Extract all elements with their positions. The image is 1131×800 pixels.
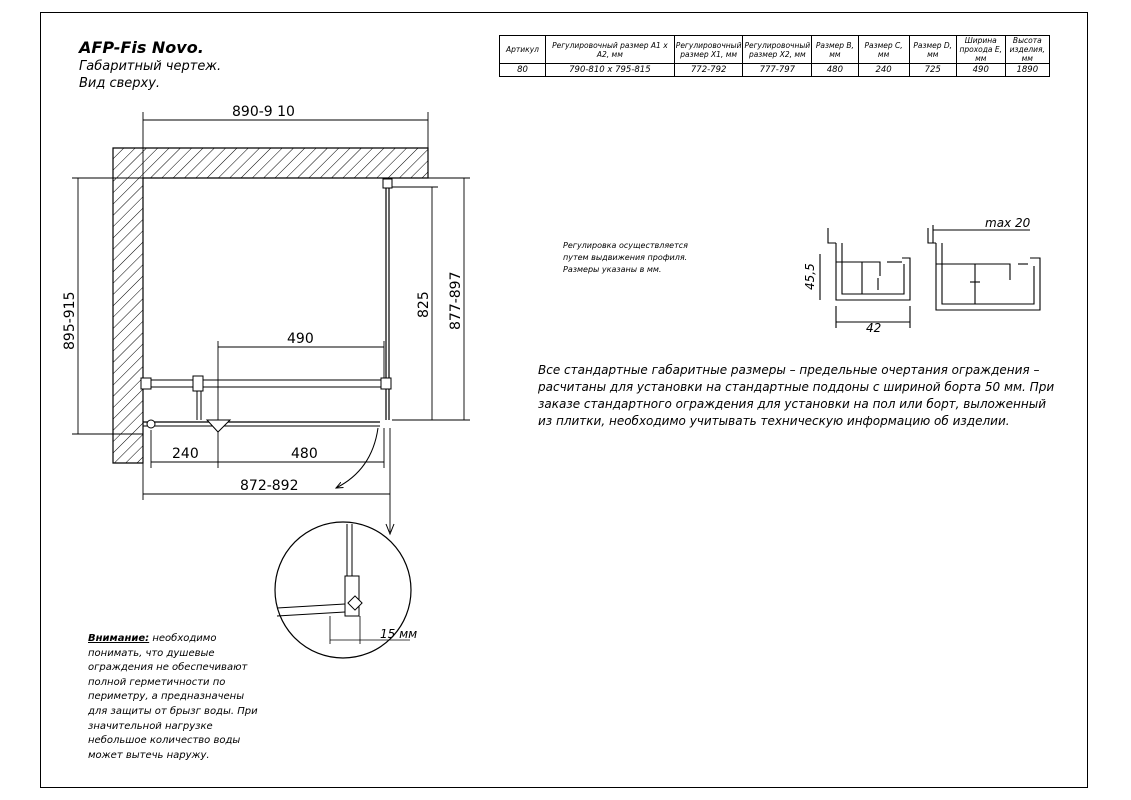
spec-value-row: 80 790-810 х 795-815 772-792 777-797 480… — [499, 63, 1051, 77]
profile-width: 42 — [866, 321, 881, 335]
warning-note: Внимание: необходимо понимать, что душев… — [88, 632, 263, 763]
dim-left-height: 895-915 — [62, 292, 78, 351]
dim-bottom-left: 240 — [172, 446, 199, 462]
spec-value-cell: 777-797 — [742, 63, 813, 77]
spec-header-cell: Ширина прохода Е, мм — [955, 35, 1006, 64]
wall-hatching — [112, 147, 429, 464]
warning-text: необходимо понимать, что душевые огражде… — [88, 633, 258, 761]
standard-sizes-note: Все стандартные габаритные размеры – пре… — [538, 363, 1055, 428]
profile-height: 45,5 — [803, 263, 817, 290]
dimension-lines — [72, 112, 470, 532]
spec-value-cell: 480 — [811, 63, 859, 77]
dim-opening: 490 — [287, 331, 314, 347]
front-rail — [140, 375, 392, 433]
view-name: Вид сверху. — [79, 76, 161, 91]
dim-bottom-total: 872-892 — [240, 478, 299, 494]
door-swing-arrow — [336, 427, 379, 488]
spec-value-cell: 790-810 х 795-815 — [544, 63, 675, 77]
adjust-note-line: Размеры указаны в мм. — [563, 265, 662, 274]
dim-right-inner: 825 — [416, 291, 432, 318]
dim-top-width: 890-9 10 — [232, 104, 295, 120]
spec-table: Артикул Регулировочный размер А1 х А2, м… — [499, 35, 1051, 77]
spec-header-cell: Артикул — [499, 35, 546, 64]
spec-header-cell: Размер В, мм — [811, 35, 859, 64]
spec-header-cell: Размер D, мм — [908, 35, 957, 64]
spec-value-cell: 1890 — [1004, 63, 1051, 77]
spec-header-row: Артикул Регулировочный размер А1 х А2, м… — [499, 35, 1051, 64]
adjust-note: Регулировка осуществляется путем выдвиже… — [563, 240, 688, 276]
warning-lead: Внимание: — [88, 633, 150, 644]
spec-header-cell: Регулировочный размер А1 х А2, мм — [544, 35, 675, 64]
drawing-type: Габаритный чертеж. — [79, 59, 222, 74]
spec-value-cell: 772-792 — [673, 63, 744, 77]
profile-max: max 20 — [985, 216, 1031, 230]
title-block: AFP-Fis Novo. Габаритный чертеж. Вид све… — [79, 38, 221, 92]
dim-detail-gap: 15 мм — [380, 627, 417, 641]
spec-header-cell: Высота изделия, мм — [1004, 35, 1051, 64]
detail-pointer-arrow — [385, 523, 395, 536]
spec-value-cell: 80 — [499, 63, 546, 77]
product-title: AFP-Fis Novo. — [79, 38, 204, 57]
dim-bottom-right: 480 — [291, 446, 318, 462]
detail-view — [274, 521, 412, 659]
spec-value-cell: 725 — [908, 63, 957, 77]
dim-right-outer: 877-897 — [448, 272, 464, 331]
adjust-note-line: путем выдвижения профиля. — [563, 253, 688, 262]
drawing-frame — [40, 12, 1088, 788]
profile-sections — [819, 225, 1041, 328]
adjust-note-line: Регулировка осуществляется — [563, 241, 688, 250]
spec-header-cell: Размер С, мм — [857, 35, 910, 64]
